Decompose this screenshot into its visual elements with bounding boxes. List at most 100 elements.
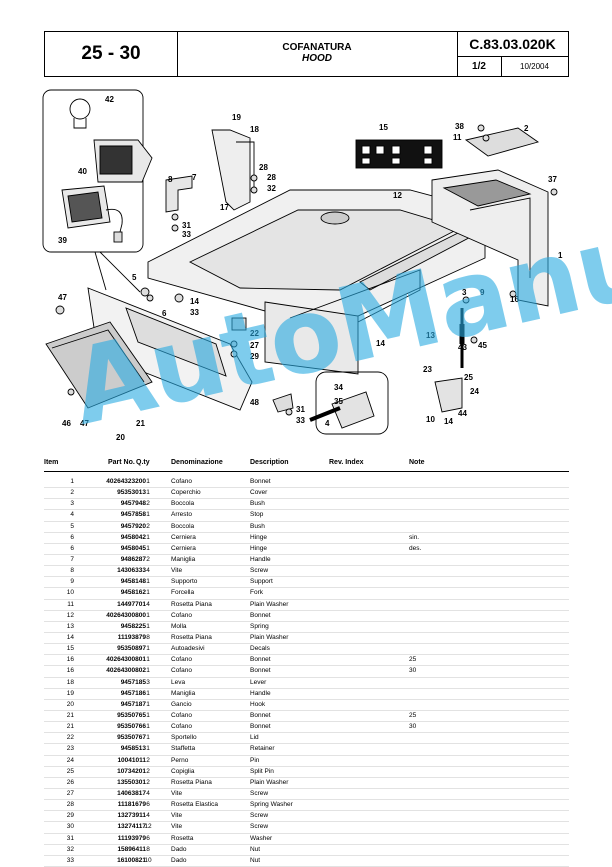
row-part-no: 15896411	[117, 845, 146, 853]
callout-6: 6	[162, 309, 167, 318]
row-description: Stop	[250, 511, 264, 519]
row-qty: 1	[146, 734, 150, 742]
row-denominazione: Boccola	[171, 522, 195, 530]
row-note: 30	[409, 667, 417, 675]
handle-7	[165, 175, 193, 213]
row-part-no: 10041011	[117, 756, 146, 764]
row-denominazione: Cofano	[171, 711, 192, 719]
row-denominazione: Vite	[171, 567, 183, 575]
bulb-part	[69, 98, 91, 120]
callout-33-c: 33	[296, 416, 305, 425]
callout-14-b: 14	[444, 417, 453, 426]
row-denominazione: Vite	[171, 789, 183, 797]
row-denominazione: Supporto	[171, 578, 198, 586]
callout-28-b: 27	[250, 341, 259, 350]
callout-9: 9	[480, 288, 485, 297]
callout-3: 3	[462, 288, 467, 297]
row-part-no: 40264323200	[106, 478, 146, 485]
col-part-no: Part No.	[108, 459, 135, 466]
row-item: 4	[70, 511, 74, 519]
row-denominazione: Coperchio	[171, 489, 201, 497]
row-item: 1	[70, 478, 74, 485]
row-description: Screw	[250, 823, 269, 831]
row-description: Bonnet	[250, 656, 271, 664]
row-part-no: 14063817	[117, 789, 146, 797]
row-description: Plain Washer	[250, 778, 289, 786]
page-subtitle: HOOD	[302, 53, 332, 64]
row-description: Lid	[250, 734, 259, 742]
callout-34: 34	[334, 383, 343, 392]
row-part-no: 9458042	[120, 533, 146, 541]
row-part-no: 9457185	[120, 678, 146, 686]
callout-45: 40	[78, 167, 87, 176]
row-denominazione: Autoadesivi	[171, 645, 205, 653]
row-part-no: 95353013	[117, 489, 146, 497]
callout-1: 1	[558, 251, 563, 260]
row-description: Spring Washer	[250, 801, 293, 809]
row-part-no: 40264300801	[106, 656, 146, 664]
row-qty: 1	[146, 478, 150, 485]
row-qty: 1	[146, 533, 150, 541]
callout-4: 4	[325, 419, 330, 428]
row-part-no: 9458225	[120, 622, 146, 630]
col-denominazione: Denominazione	[171, 459, 223, 466]
row-qty: 2	[146, 500, 150, 508]
row-item: 26	[66, 778, 74, 786]
row-description: Hook	[250, 700, 266, 708]
row-note: 30	[409, 723, 417, 731]
row-item: 22	[66, 734, 74, 742]
row-part-no: 9458162	[120, 589, 146, 597]
callout-42: 46	[62, 419, 71, 428]
row-denominazione: Rosetta Elastica	[171, 801, 218, 809]
callout-39: 44	[458, 409, 467, 418]
title-block: COFANATURA HOOD	[177, 32, 458, 76]
row-qty: 1	[146, 589, 150, 597]
callout-37: 38	[455, 122, 464, 131]
row-qty: 1	[146, 611, 150, 619]
col-note: Note	[409, 459, 425, 466]
row-qty: 1	[146, 745, 150, 753]
document-code: C.83.03.020K	[457, 32, 568, 57]
row-qty: 6	[146, 834, 150, 842]
col-rev-index: Rev. Index	[329, 459, 364, 466]
fork-10	[434, 377, 463, 413]
callout-30: 28	[259, 163, 268, 172]
row-description: Plain Washer	[250, 600, 289, 608]
row-description: Screw	[250, 567, 269, 575]
row-denominazione: Gancio	[171, 700, 192, 708]
row-item: 2	[70, 489, 74, 497]
row-denominazione: Cofano	[171, 667, 192, 675]
row-qty: 1	[146, 544, 150, 552]
row-part-no: 11193879	[117, 633, 146, 641]
row-part-no: 95350766	[117, 723, 146, 731]
row-item: 7	[70, 555, 74, 563]
row-part-no: 9457858	[120, 511, 146, 519]
row-description: Split Pin	[250, 767, 274, 775]
col-description: Description	[250, 459, 289, 466]
row-part-no: 9486287	[120, 555, 146, 563]
callout-35: 35	[334, 397, 343, 406]
row-denominazione: Rosetta Piana	[171, 778, 212, 786]
row-denominazione: Cofano	[171, 656, 192, 664]
row-item: 24	[66, 756, 74, 764]
row-item: 5	[70, 522, 74, 530]
row-denominazione: Cerniera	[171, 544, 196, 552]
row-denominazione: Copiglia	[171, 767, 195, 775]
row-denominazione: Rosetta Piana	[171, 600, 212, 608]
